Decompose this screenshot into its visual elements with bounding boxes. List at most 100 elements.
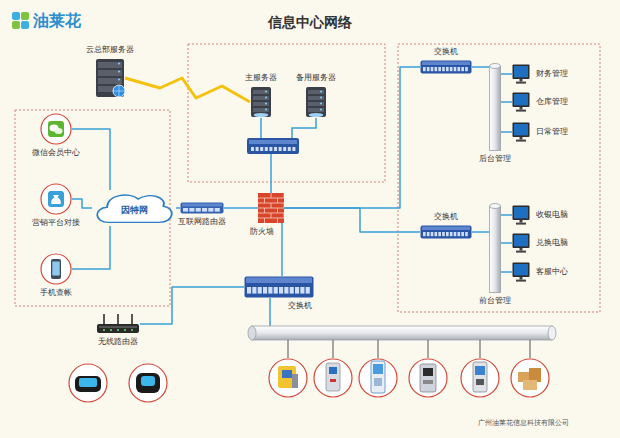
server-icon <box>253 90 269 94</box>
wireless-router-icon: 无线路由器 <box>96 314 140 334</box>
switch-icon <box>442 232 445 236</box>
bus-column: 后台管理 <box>489 63 501 151</box>
wifi-icon <box>124 329 126 331</box>
switch-icon <box>274 287 278 294</box>
cloud-server-icon <box>98 78 122 84</box>
cloud-server-icon <box>96 59 124 97</box>
bottom-bus <box>480 340 481 358</box>
server-icon <box>253 108 269 112</box>
switch-icon: 交换机 <box>244 276 314 298</box>
node-label: 云总部服务器 <box>86 45 134 55</box>
firewall-icon <box>277 198 278 203</box>
wechat-icon <box>40 113 72 145</box>
firewall-icon <box>277 218 278 223</box>
monitor-icon <box>514 264 528 275</box>
switch-icon <box>423 67 426 71</box>
terminal-devices <box>69 359 549 402</box>
connector-line <box>72 129 110 190</box>
server-icon <box>320 103 322 105</box>
terminal-devices <box>523 380 537 390</box>
terminal-devices <box>75 376 101 392</box>
connector-line <box>281 223 283 276</box>
monitor-icon <box>520 277 523 280</box>
bottom-bus <box>248 326 256 340</box>
monitor-icon <box>520 137 523 140</box>
switch-icon <box>420 60 472 74</box>
node-label: 后台管理 <box>479 154 511 164</box>
cloud-server-icon <box>98 62 122 68</box>
unlabeled-switch <box>251 147 254 151</box>
internet-cloud: 因特网 <box>92 190 176 226</box>
switch-icon <box>252 287 256 294</box>
terminal-devices <box>423 380 433 384</box>
node-label: 兑换电脑 <box>536 238 568 248</box>
server-icon <box>265 91 267 93</box>
server-icon <box>253 102 269 106</box>
switch-icon <box>258 287 262 294</box>
node-label: 收银电脑 <box>536 210 568 220</box>
switch-icon <box>431 67 434 71</box>
terminal-devices <box>136 373 160 393</box>
bottom-bus <box>428 340 429 358</box>
terminal-devices <box>79 378 97 387</box>
connector-line <box>284 67 420 208</box>
terminal-devices <box>269 359 307 397</box>
router-icon <box>183 208 188 212</box>
cloud-server-icon <box>118 71 120 73</box>
monitor-icon <box>516 140 526 142</box>
terminal-devices <box>475 366 485 375</box>
terminal-devices <box>423 368 433 376</box>
network-cable <box>224 208 258 209</box>
switch-icon <box>295 287 299 294</box>
switch-icon <box>458 67 461 71</box>
firewall-icon: 防火墙 <box>258 193 284 223</box>
switch-icon <box>300 287 304 294</box>
switch-icon <box>268 287 272 294</box>
node-label: 交换机 <box>434 212 458 222</box>
terminal-devices <box>329 367 337 374</box>
switch-icon <box>442 67 445 71</box>
unlabeled-switch <box>247 138 299 154</box>
switch-icon <box>421 61 472 74</box>
firewall-icon <box>277 208 278 213</box>
dashed-region <box>15 44 600 312</box>
bus-icon <box>490 206 501 293</box>
firewall-icon <box>264 218 265 223</box>
firewall-icon <box>284 203 285 208</box>
firewall-icon <box>284 193 285 198</box>
monitor-icon <box>512 233 530 253</box>
monitor-icon <box>512 262 530 282</box>
monitor-icon <box>514 235 528 246</box>
server-icon: 备用服务器 <box>305 86 327 118</box>
firewall-icon <box>258 193 284 223</box>
server-icon: 云总部服务器 <box>95 58 125 98</box>
connector-line <box>284 208 420 232</box>
switch-icon <box>422 227 470 231</box>
node-label: 主服务器 <box>245 73 277 83</box>
wifi-icon <box>103 329 105 331</box>
switch-icon <box>446 232 449 236</box>
monitor-icon <box>516 82 526 84</box>
server-icon <box>320 109 322 111</box>
switch-icon <box>438 232 441 236</box>
node-label: 日常管理 <box>536 127 568 137</box>
cloud-server-icon <box>113 85 125 97</box>
wireless-link <box>125 78 250 102</box>
money-icon <box>40 183 72 215</box>
unlabeled-switch <box>247 138 299 154</box>
terminal-devices <box>476 379 484 385</box>
network-cable <box>501 74 512 75</box>
server-icon <box>250 86 272 118</box>
switch-icon <box>450 232 453 236</box>
phone-icon <box>40 253 72 285</box>
terminal-devices <box>409 359 447 397</box>
logo-mark <box>21 21 29 29</box>
server-icon <box>251 87 271 117</box>
server-icon <box>265 103 267 105</box>
server-wires <box>270 154 272 193</box>
bottom-bus <box>248 326 556 358</box>
logo-mark <box>12 21 20 29</box>
monitor-icon <box>513 93 530 107</box>
connector-line <box>140 287 244 324</box>
firewall-icon <box>264 208 265 213</box>
